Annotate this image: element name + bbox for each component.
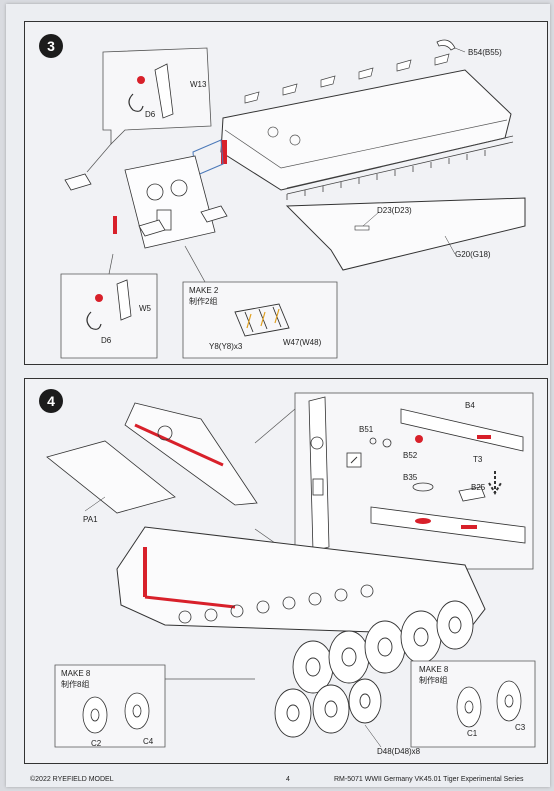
label-make2-cn: 制作2组 [189,297,218,306]
c1-hub [464,700,474,714]
pen-icon-stroke [350,456,358,464]
footer-copyright: ©2022 RYEFIELD MODEL [30,776,114,783]
detail-callout-bottom [60,273,158,359]
label-w47: W47(W48) [283,338,322,347]
label-b25: B25 [471,483,486,492]
hull-hole [267,126,279,138]
b51-part [382,438,392,448]
front-hull-assembly [64,155,228,249]
instruction-page: 3 [6,4,550,787]
pa1-leader [84,496,106,512]
make2-callout [182,281,338,359]
label-d6-bottom: D6 [101,336,112,345]
d6-hook-part [86,311,102,330]
label-c1: C1 [467,729,478,738]
c2-part [82,696,108,734]
glue-area [221,140,227,164]
b35-part [412,482,434,492]
w5-part [116,279,132,321]
label-w13: W13 [190,80,207,89]
c2-hub [90,708,100,722]
label-make8-left: MAKE 8 [61,669,91,678]
step-4-number: 4 [39,389,63,413]
label-y8: Y8(Y8)x3 [209,342,243,351]
glue-area [477,435,491,439]
c3-part [496,680,522,722]
c3-hub [504,694,514,708]
label-b51: B51 [359,425,374,434]
inset-leader [254,408,296,444]
glue-area [113,216,117,234]
label-b54: B54(B55) [468,48,502,57]
b51-part [369,437,377,445]
hatch-ring [157,425,173,441]
lower-hull-part [116,526,486,636]
hull-hole [289,134,301,146]
w13-part [154,63,174,119]
arrow-down-icon [488,471,502,495]
glue-line [144,595,236,609]
detail-callout-top [102,47,212,145]
b4-part [400,408,524,452]
label-c4: C4 [143,737,154,746]
c4-part [124,692,150,730]
label-make8-right: MAKE 8 [419,665,449,674]
label-t3: T3 [473,455,483,464]
d23-leader [362,211,380,227]
label-d6-top: D6 [145,110,156,119]
glue-mark [137,76,145,84]
label-pa1: PA1 [83,515,98,524]
step-3-drawing [60,39,526,359]
d6-hook-part [128,93,144,112]
label-d48: D48(D48)x8 [377,747,421,756]
label-b4: B4 [465,401,475,410]
step-4-panel: 4 [24,378,548,764]
rear-deck-part [124,402,258,506]
step-3-panel: 3 [24,21,548,365]
hull-upper-part [220,69,512,191]
rear-fitting [312,478,324,496]
g20-side-plate [285,197,526,271]
d48-leader [364,724,382,748]
glue-mark [415,435,423,443]
hull-edge [224,119,508,169]
label-c2: C2 [91,739,102,748]
lower-plate-part [370,506,526,544]
pa1-part [46,440,176,514]
track-links [286,135,514,200]
label-d23: D23(D23) [377,206,412,215]
callout-leader [108,253,114,275]
b54-part [436,39,456,51]
hatch-ring [310,436,324,450]
callout-leader [184,245,206,283]
footer-series: RM-5071 WWII Germany VK45.01 Tiger Exper… [334,776,524,783]
footer-page-number: 4 [286,776,290,783]
c1-part [456,686,482,728]
glue-ring [415,518,431,524]
label-w5: W5 [139,304,151,313]
rear-plate-part [308,396,330,552]
callout-leader [86,143,112,173]
glue-line [134,423,224,467]
road-wheels [274,600,474,738]
d23-part [354,225,370,231]
label-b35: B35 [403,473,418,482]
suspension-arms [178,584,374,624]
label-make8-right-cn: 制作8组 [419,676,448,685]
y8-part [246,308,280,329]
mudguard-row [244,53,450,104]
glue-mark [95,294,103,302]
step-3-number: 3 [39,34,63,58]
label-make8-left-cn: 制作8组 [61,680,90,689]
b25-part [458,486,486,502]
c4-hub [132,704,142,718]
label-b52: B52 [403,451,418,460]
b54-leader [454,47,466,53]
step-4-drawing [46,392,536,748]
label-g20: G20(G18) [455,250,491,259]
label-make2: MAKE 2 [189,286,219,295]
glue-area [461,525,477,529]
g20-leader [444,235,456,255]
label-c3: C3 [515,723,526,732]
